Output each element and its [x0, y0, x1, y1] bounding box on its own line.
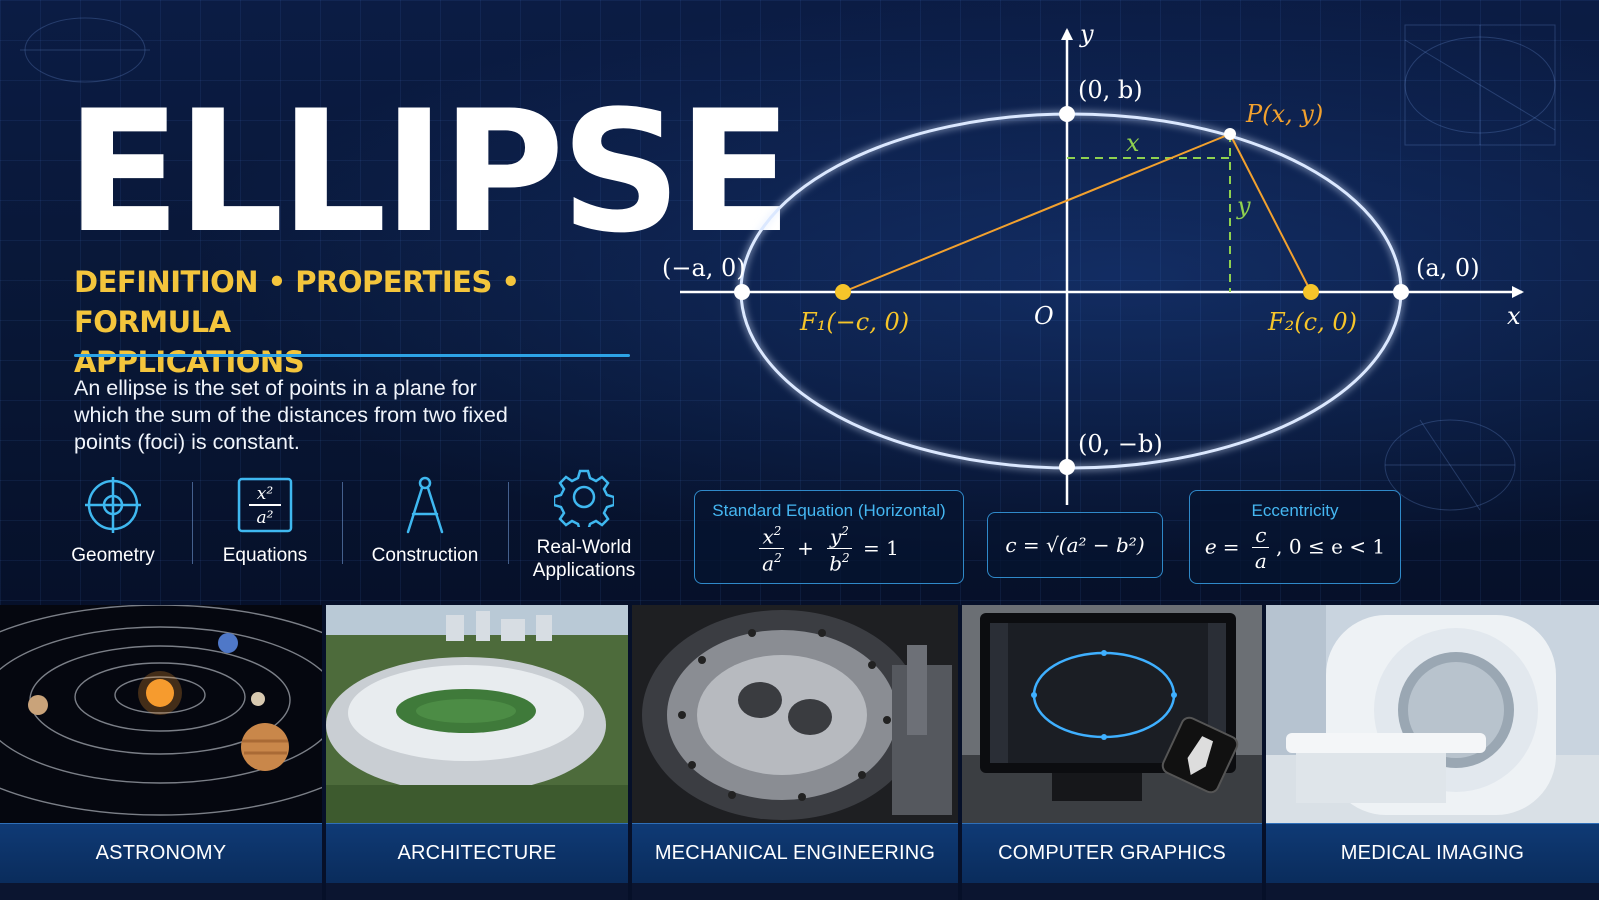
- point-p: [1224, 128, 1236, 140]
- bottom-vertex-label: (0, −b): [1078, 430, 1163, 458]
- y-axis-label: y: [1079, 20, 1094, 48]
- focal-distance-1: [842, 133, 1231, 293]
- crosshair-icon: [58, 474, 168, 536]
- focus-1-label: F₁(−c, 0): [799, 308, 909, 336]
- ellipse-diagram: y x O (0, b) (0, −b) (−a, 0) (a, 0) P(x,…: [662, 20, 1524, 505]
- y-distance-label: y: [1236, 192, 1251, 220]
- feature-equations: x² a² Equations: [210, 474, 320, 567]
- focus-2-label: F₂(c, 0): [1267, 308, 1357, 336]
- right-vertex-point: [1393, 284, 1409, 300]
- stadium-illustration: [326, 605, 628, 823]
- origin-label: O: [1034, 302, 1054, 330]
- top-vertex-point: [1059, 106, 1075, 122]
- eccentricity-range: , 0 ≤ e < 1: [1276, 534, 1386, 559]
- caption-computer-graphics: COMPUTER GRAPHICS: [962, 823, 1262, 883]
- page-title: ELLIPSE: [66, 74, 792, 270]
- left-vertex-label: (−a, 0): [662, 254, 746, 282]
- applications-strip: ASTRONOMY ARCHITECTURE: [0, 605, 1599, 900]
- definition-text: An ellipse is the set of points in a pla…: [74, 376, 508, 454]
- right-vertex-label: (a, 0): [1416, 254, 1480, 282]
- feature-label-applications-2: Applications: [532, 560, 636, 581]
- feature-geometry: Geometry: [58, 474, 168, 567]
- point-p-label: P(x, y): [1245, 100, 1323, 128]
- bottom-vertex-point: [1059, 459, 1075, 475]
- feature-label-geometry: Geometry: [71, 545, 155, 566]
- left-vertex-point: [734, 284, 750, 300]
- x-axis-label: x: [1507, 302, 1521, 330]
- title-divider: [74, 354, 630, 357]
- focal-distance-formula: c = √(a² − b²): [1005, 533, 1145, 557]
- panel-medical-imaging: MEDICAL IMAGING: [1266, 605, 1599, 900]
- standard-equation-title: Standard Equation (Horizontal): [712, 501, 946, 520]
- feature-construction: Construction: [360, 474, 490, 567]
- hero-section: ELLIPSE DEFINITION • PROPERTIES • FORMUL…: [0, 0, 1599, 615]
- panel-astronomy: ASTRONOMY: [0, 605, 322, 900]
- monitor-illustration: [962, 605, 1262, 823]
- fraction-icon: x² a²: [210, 474, 320, 536]
- panel-computer-graphics: COMPUTER GRAPHICS: [962, 605, 1262, 900]
- svg-text:x²: x²: [257, 484, 274, 504]
- mri-scanner-illustration: [1266, 605, 1599, 823]
- machine-part-illustration: [632, 605, 958, 823]
- feature-label-construction: Construction: [371, 545, 479, 566]
- svg-text:a²: a²: [257, 508, 274, 528]
- feature-label-equations: Equations: [222, 545, 308, 566]
- feature-separator: [508, 482, 509, 564]
- focal-distance-box: c = √(a² − b²): [987, 512, 1163, 578]
- feature-separator: [342, 482, 343, 564]
- top-vertex-label: (0, b): [1078, 76, 1143, 104]
- panel-architecture: ARCHITECTURE: [326, 605, 628, 900]
- caption-astronomy: ASTRONOMY: [0, 823, 322, 883]
- caption-architecture: ARCHITECTURE: [326, 823, 628, 883]
- focal-distance-2: [1229, 133, 1312, 293]
- caption-medical-imaging: MEDICAL IMAGING: [1266, 823, 1599, 883]
- caption-mechanical-engineering: MECHANICAL ENGINEERING: [632, 823, 958, 883]
- subtitle: DEFINITION • PROPERTIES • FORMULA APPLIC…: [74, 262, 674, 382]
- subtitle-line-2: APPLICATIONS: [74, 345, 305, 379]
- standard-equation-rhs: = 1: [863, 535, 899, 560]
- decorative-sketches: [20, 17, 1556, 511]
- focus-1-point: [835, 284, 851, 300]
- feature-separator: [192, 482, 193, 564]
- compass-icon: [360, 474, 490, 536]
- feature-label-applications-1: Real-World: [536, 537, 632, 558]
- gear-icon: [522, 466, 646, 528]
- feature-applications: Real-World Applications: [522, 466, 646, 582]
- eccentricity-title: Eccentricity: [1251, 501, 1339, 520]
- subtitle-line-1: DEFINITION • PROPERTIES • FORMULA: [74, 265, 520, 339]
- panel-mechanical-engineering: MECHANICAL ENGINEERING: [632, 605, 958, 900]
- solar-system-illustration: [0, 605, 322, 823]
- focus-2-point: [1303, 284, 1319, 300]
- x-distance-label: x: [1126, 129, 1140, 157]
